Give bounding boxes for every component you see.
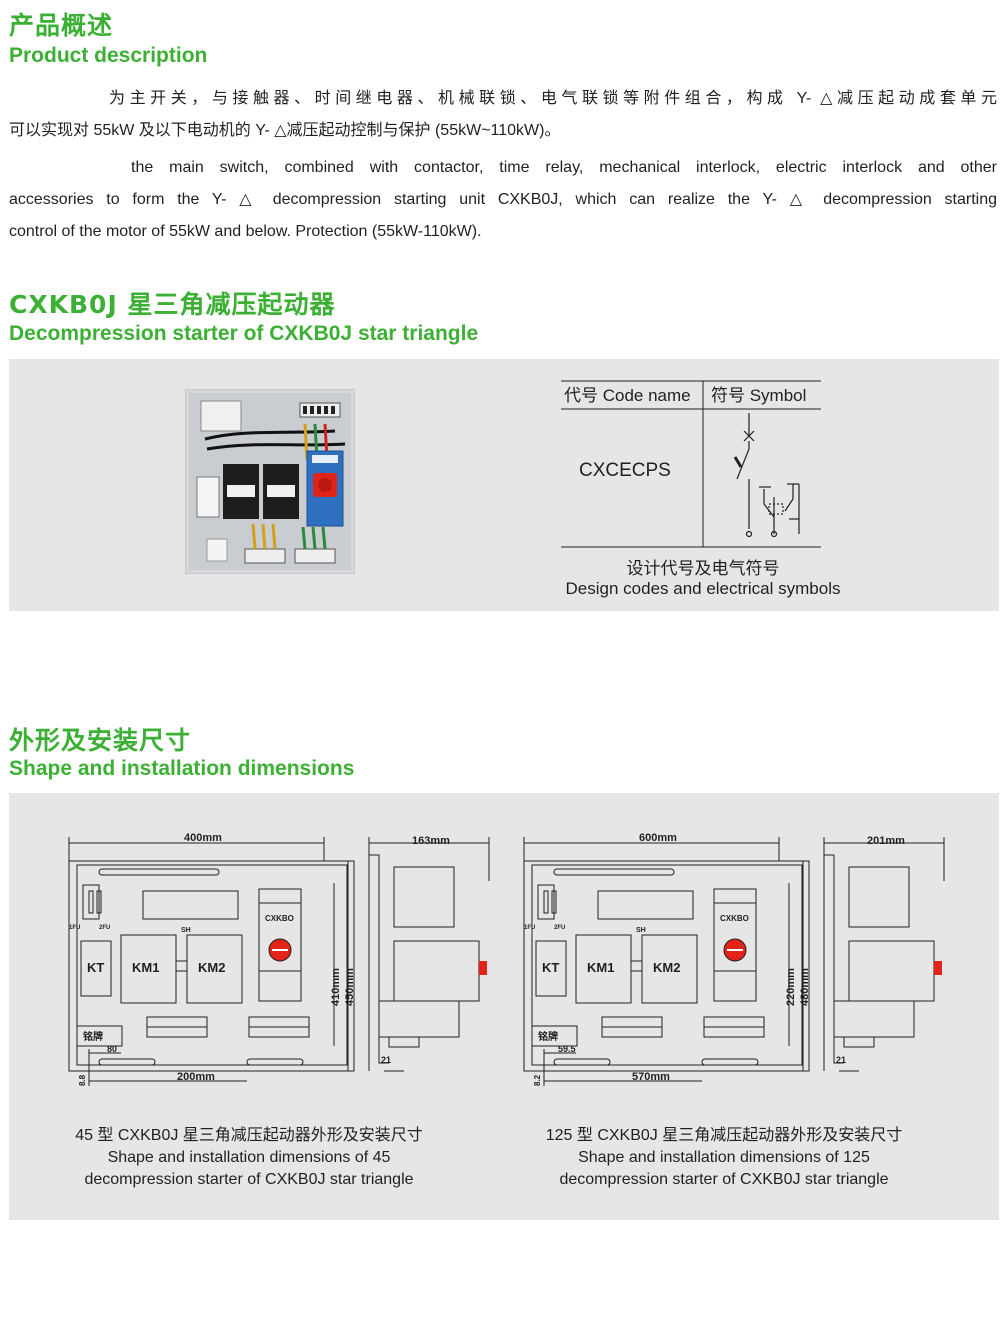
terminal-label: SH: [636, 927, 646, 934]
description-cn: 为主开关，与接触器、时间继电器、机械联锁、电气联锁等附件组合，构成 Y- △减压…: [9, 83, 997, 147]
symbol-caption: 设计代号及电气符号 Design codes and electrical sy…: [523, 559, 883, 599]
outer-height-label: 450mm: [344, 968, 356, 1006]
km2-label: KM2: [653, 960, 680, 975]
starter-title-cn: CXKB0J 星三角减压起动器: [9, 290, 336, 319]
code-symbol-table: 代号 Code name 符号 Symbol CXCECPS: [561, 380, 821, 548]
description-cn-line: 为主开关，与接触器、时间继电器、机械联锁、电气联锁等附件组合，构成 Y- △减压…: [109, 90, 997, 107]
drawing-caption-en: Shape and installation dimensions of 45: [107, 1149, 391, 1166]
width-label: 600mm: [639, 832, 677, 844]
side-label: 21: [836, 1055, 846, 1065]
drawing-caption-cn: 45 型 CXKB0J 星三角减压起动器外形及安装尺寸: [75, 1127, 423, 1144]
description-en-line: accessories to form the Y- △ decompressi…: [9, 191, 997, 208]
brand-label: CXKBO: [265, 914, 294, 923]
side-knob-icon: [479, 961, 487, 975]
offset-label: 80: [107, 1044, 117, 1054]
offset-label: 59.5: [558, 1044, 576, 1054]
dimensions-title-en: Shape and installation dimensions: [9, 757, 355, 780]
brand-label: CXKBO: [720, 914, 749, 923]
starter-panel: 代号 Code name 符号 Symbol CXCECPS 设计代号及电气符号…: [9, 359, 999, 611]
dimensions-title-cn: 外形及安装尺寸: [9, 726, 192, 755]
fuse-1-label: 1FU: [524, 925, 535, 931]
margin-label: 8.8: [78, 1074, 87, 1086]
description-en-line: control of the motor of 55kW and below. …: [9, 223, 482, 240]
nameplate-label: 铭牌: [538, 1030, 558, 1043]
starter-product-image: [185, 389, 355, 574]
kt-label: KT: [542, 960, 559, 975]
outer-height-label: 480mm: [799, 968, 811, 1006]
section-title-cn: 产品概述: [9, 11, 114, 40]
nameplate-label: 铭牌: [83, 1030, 103, 1043]
inner-height-label: 220mm: [785, 968, 797, 1006]
km1-label: KM1: [132, 960, 159, 975]
fuse-1-label: 1FU: [69, 925, 80, 931]
electrical-symbol-icon: [733, 413, 800, 538]
drawing-caption-en: Shape and installation dimensions of 125: [578, 1149, 870, 1166]
drawing-caption-en: decompression starter of CXKB0J star tri…: [84, 1171, 414, 1188]
starter-title-en: Decompression starter of CXKB0J star tri…: [9, 322, 479, 345]
description-en: the main switch, combined with contactor…: [9, 152, 997, 248]
kt-label: KT: [87, 960, 104, 975]
drawing-caption-en: decompression starter of CXKB0J star tri…: [559, 1171, 889, 1188]
table-header-code: 代号 Code name: [564, 386, 691, 405]
km1-label: KM1: [587, 960, 614, 975]
drawing-caption-cn: 125 型 CXKB0J 星三角减压起动器外形及安装尺寸: [545, 1127, 903, 1144]
bottom-width-label: 200mm: [177, 1071, 215, 1083]
drawing-caption-45: 45 型 CXKB0J 星三角减压起动器外形及安装尺寸 Shape and in…: [49, 1125, 449, 1191]
symbol-caption-en: Design codes and electrical symbols: [565, 579, 841, 598]
description-cn-line: 可以实现对 55kW 及以下电动机的 Y- △减压起动控制与保护 (55kW~1…: [9, 122, 561, 139]
inner-height-label: 410mm: [330, 968, 342, 1006]
depth-label: 163mm: [412, 835, 450, 847]
margin-label: 8.2: [533, 1074, 542, 1086]
dimension-drawing-45: 400mm 163mm 410mm 450mm 200mm 80 8.8 21 …: [68, 832, 490, 1086]
fuse-2-label: 2FU: [99, 925, 110, 931]
table-header-symbol: 符号 Symbol: [711, 386, 806, 405]
bottom-width-label: 570mm: [632, 1071, 670, 1083]
side-label: 21: [381, 1055, 391, 1065]
drawing-caption-125: 125 型 CXKB0J 星三角减压起动器外形及安装尺寸 Shape and i…: [509, 1125, 939, 1191]
width-label: 400mm: [184, 832, 222, 844]
dimension-drawing-125: 600mm 201mm 220mm 480mm 570mm 59.5 8.2 2…: [523, 832, 945, 1086]
terminal-label: SH: [181, 927, 191, 934]
symbol-caption-cn: 设计代号及电气符号: [626, 559, 780, 578]
fuse-2-label: 2FU: [554, 925, 565, 931]
section-title-en: Product description: [9, 44, 208, 67]
depth-label: 201mm: [867, 835, 905, 847]
table-code-value: CXCECPS: [579, 460, 671, 481]
description-en-line: the main switch, combined with contactor…: [131, 159, 997, 176]
dimensions-panel: 400mm 163mm 410mm 450mm 200mm 80 8.8 21 …: [9, 793, 999, 1220]
side-knob-icon: [934, 961, 942, 975]
km2-label: KM2: [198, 960, 225, 975]
